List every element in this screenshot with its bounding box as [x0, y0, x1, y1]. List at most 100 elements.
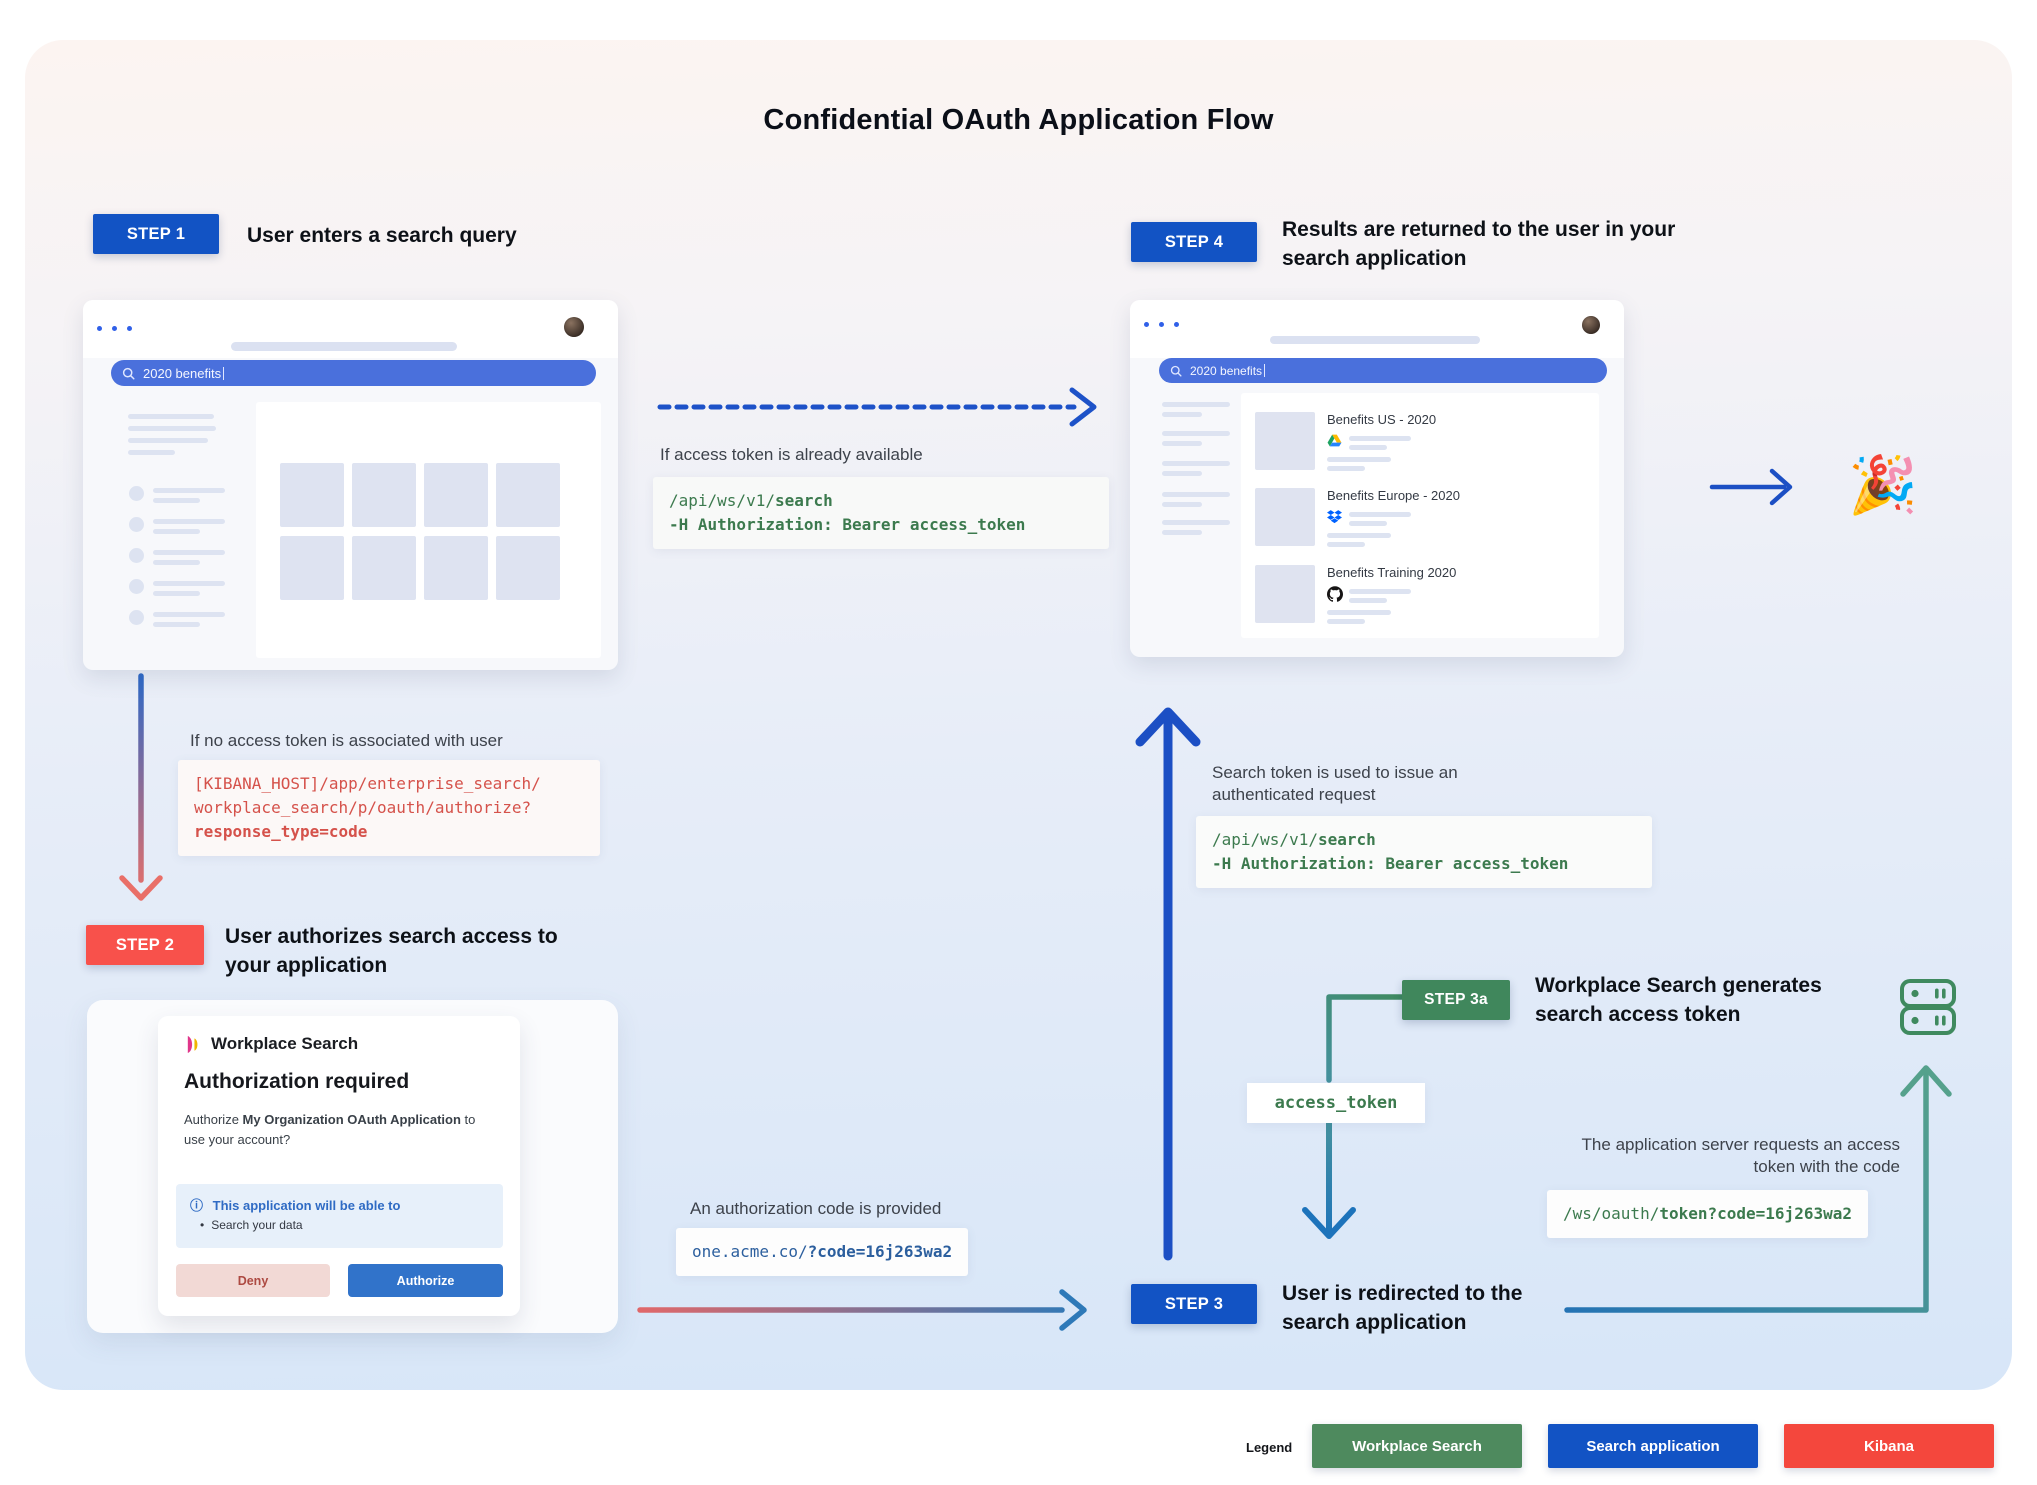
step3-badge: STEP 3: [1131, 1284, 1257, 1324]
search-icon: [122, 367, 135, 380]
step4-badge: STEP 4: [1131, 222, 1257, 262]
skeleton-line: [1327, 457, 1391, 462]
browser-results: 2020 benefits Benefits US - 2020: [1130, 300, 1624, 657]
deny-button[interactable]: Deny: [176, 1264, 330, 1297]
skeleton-circle: [129, 486, 144, 501]
body-text: Authorize: [184, 1112, 243, 1127]
skeleton-line: [153, 488, 225, 493]
user-avatar: [1582, 316, 1600, 334]
auth-dialog-heading: Authorization required: [184, 1070, 410, 1093]
text-caret: [223, 366, 225, 380]
user-avatar: [564, 317, 584, 337]
skeleton-line: [153, 550, 225, 555]
auth-dialog-body: Authorize My Organization OAuth Applicat…: [184, 1110, 489, 1150]
code-text: one.acme.co/: [692, 1242, 808, 1261]
skeleton-line: [153, 519, 225, 524]
legend-kibana: Kibana: [1784, 1424, 1994, 1468]
search-request-code: /api/ws/v1/search -H Authorization: Bear…: [653, 477, 1109, 549]
window-dot: [112, 326, 117, 331]
result-title: Benefits Europe - 2020: [1327, 488, 1460, 503]
skeleton-line: [1162, 461, 1230, 466]
token-available-label: If access token is already available: [660, 445, 923, 464]
app-server-label: The application server requests an acces…: [1581, 1135, 1900, 1177]
skeleton-line: [128, 438, 208, 443]
authorize-button[interactable]: Authorize: [348, 1264, 503, 1297]
code-text: /api/ws/v1/: [669, 491, 775, 510]
result-thumbnail: [1255, 565, 1315, 623]
scope-item-row: • Search your data: [200, 1218, 303, 1232]
result-title: Benefits US - 2020: [1327, 412, 1437, 427]
search-input[interactable]: 2020 benefits: [111, 360, 596, 386]
workplace-search-logo: Workplace Search: [184, 1034, 358, 1054]
search-icon: [1170, 365, 1182, 377]
server-icon: [1898, 976, 1958, 1043]
code-text-bold: -H Authorization: Bearer access_token: [669, 515, 1026, 534]
code-text: /api/ws/v1/: [1212, 830, 1318, 849]
result-thumbnail: [1255, 488, 1315, 546]
google-drive-icon: [1327, 433, 1342, 453]
step2-heading: User authorizes search access to your ap…: [225, 925, 558, 977]
legend-label: Legend: [1246, 1440, 1293, 1455]
app-name-bold: My Organization OAuth Application: [242, 1112, 461, 1127]
window-dot: [1174, 322, 1179, 327]
skeleton-line: [1162, 471, 1202, 476]
browser-chrome: [1130, 300, 1624, 358]
body-text: to use your account?: [184, 1112, 476, 1148]
result-title: Benefits Training 2020: [1327, 565, 1457, 580]
auth-code-label: An authorization code is provided: [690, 1199, 942, 1218]
skeleton-circle: [129, 548, 144, 563]
browser-search-app: 2020 benefits: [83, 300, 618, 670]
skeleton-line: [153, 498, 200, 503]
skeleton-circle: [129, 517, 144, 532]
step3-heading: User is redirected to the search applica…: [1282, 1282, 1523, 1334]
text-caret: [1264, 364, 1266, 377]
code-text-bold: token?code=16j263wa2: [1659, 1204, 1852, 1223]
window-dot: [1144, 322, 1149, 327]
address-bar: [1270, 336, 1480, 344]
skeleton-tile: [280, 536, 344, 600]
skeleton-tile: [496, 536, 560, 600]
search-token-label: Search token is used to issue an authent…: [1212, 763, 1458, 805]
token-url-code: /ws/oauth/token?code=16j263wa2: [1547, 1190, 1868, 1238]
skeleton-line: [153, 591, 200, 596]
celebration-emoji: 🎉: [1848, 453, 1918, 516]
skeleton-line: [153, 560, 200, 565]
skeleton-line: [1349, 445, 1387, 450]
skeleton-line: [1162, 492, 1230, 497]
skeleton-line: [153, 612, 225, 617]
skeleton-line: [1349, 512, 1411, 517]
step3a-badge: STEP 3a: [1402, 980, 1510, 1020]
results-panel: Benefits US - 2020 Benefits Europe - 202…: [1241, 393, 1599, 638]
window-dot: [127, 326, 132, 331]
skeleton-line: [1327, 533, 1391, 538]
skeleton-tile: [352, 536, 416, 600]
skeleton-line: [1162, 530, 1202, 535]
skeleton-tile: [424, 463, 488, 527]
bullet: •: [200, 1218, 205, 1232]
scope-title-row: ⓘ This application will be able to: [190, 1195, 400, 1214]
code-text: [KIBANA_HOST]/app/enterprise_search/: [194, 774, 541, 793]
dropbox-icon: [1327, 509, 1342, 529]
browser-chrome: [83, 300, 618, 358]
code-text-bold: search: [774, 491, 833, 510]
address-bar: [231, 342, 457, 351]
page-title: Confidential OAuth Application Flow: [763, 104, 1274, 136]
skeleton-tile: [424, 536, 488, 600]
scope-item: Search your data: [211, 1218, 303, 1232]
step1-heading: User enters a search query: [247, 224, 517, 247]
result-thumbnail: [1255, 412, 1315, 470]
code-text: workplace_search/p/oauth/authorize?: [194, 798, 532, 817]
window-dot: [1159, 322, 1164, 327]
code-text: /ws/oauth/: [1563, 1204, 1660, 1223]
skeleton-line: [1162, 520, 1230, 525]
skeleton-line: [153, 622, 200, 627]
search-input[interactable]: 2020 benefits: [1159, 358, 1607, 383]
skeleton-line: [153, 581, 225, 586]
redirect-url-code: one.acme.co/?code=16j263wa2: [676, 1228, 969, 1276]
skeleton-line: [1327, 466, 1365, 471]
legend-workplace-search: Workplace Search: [1312, 1424, 1522, 1468]
skeleton-line: [1162, 502, 1202, 507]
authenticated-request-code: /api/ws/v1/search -H Authorization: Bear…: [1196, 816, 1652, 888]
skeleton-circle: [129, 579, 144, 594]
